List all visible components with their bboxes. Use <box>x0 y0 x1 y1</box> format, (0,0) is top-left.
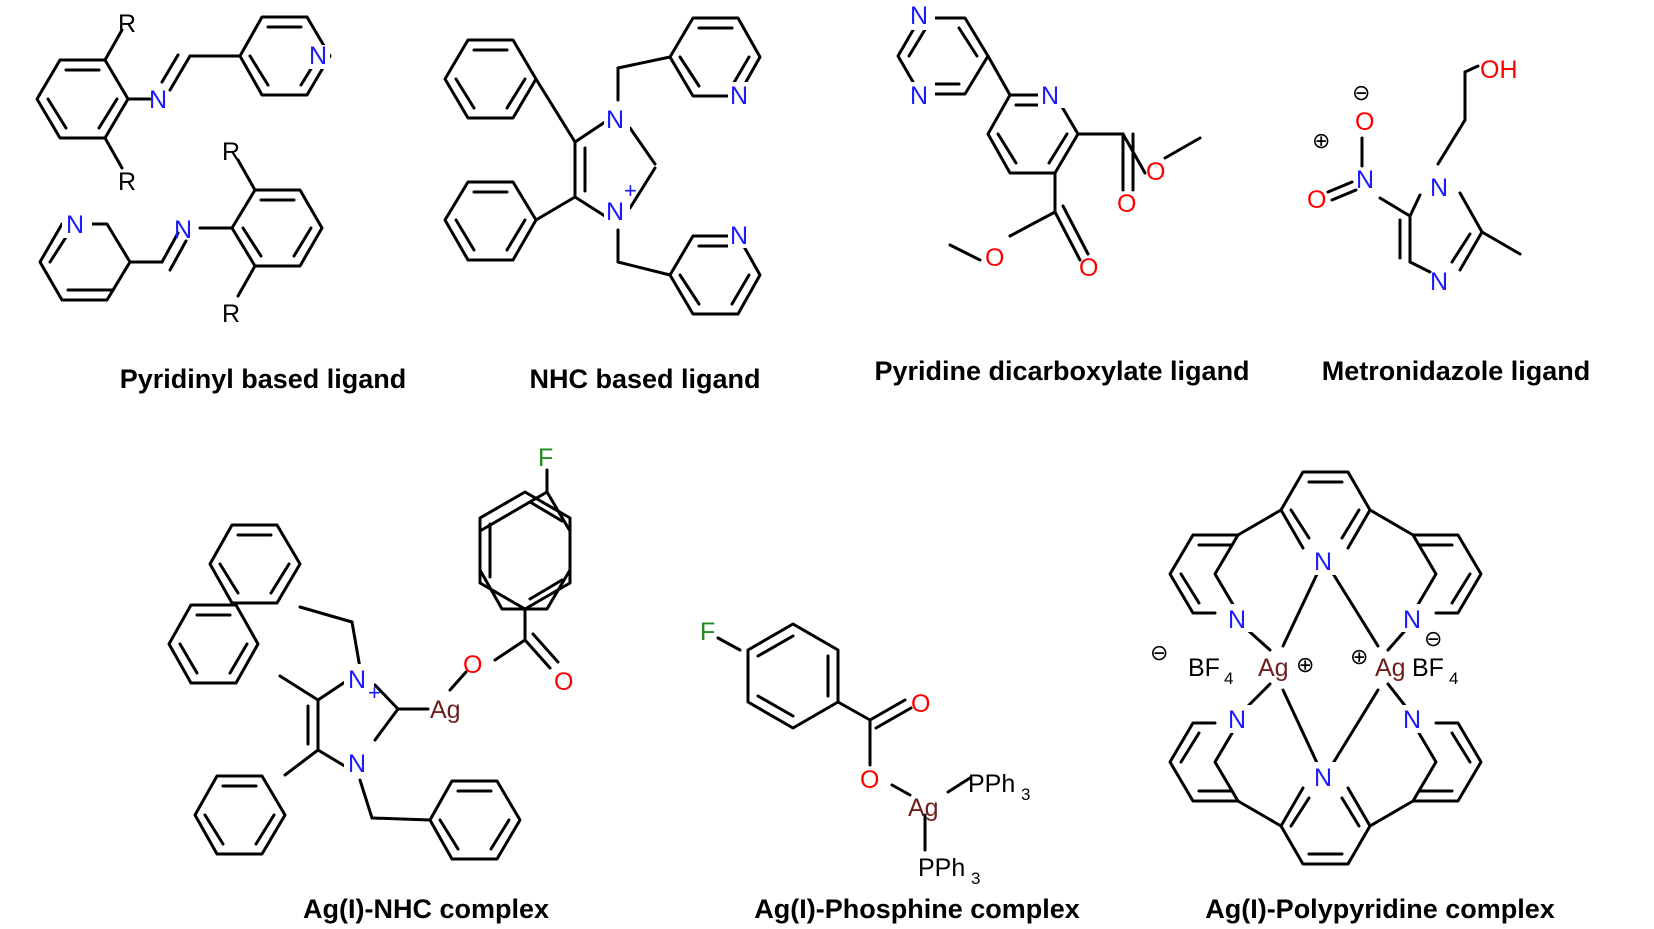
metronidazole-ligand: OH O O N N N ⊖ ⊕ Metronidazole ligand <box>1307 56 1590 386</box>
silver-atom: Ag <box>908 794 939 822</box>
nitro-oxygen: O <box>1307 186 1326 214</box>
imine-n: N <box>149 86 167 114</box>
subscript: 3 <box>1021 785 1030 804</box>
ag-nhc-complex: F O O Ag N N + Ag(I)-NHC complex <box>167 444 573 924</box>
carbonyl-oxygen: O <box>554 668 573 696</box>
ligand-caption: NHC based ligand <box>529 364 760 394</box>
r-label: R <box>118 10 136 38</box>
charge-plus: ⊕ <box>1296 652 1314 677</box>
ligand-caption: Pyridine dicarboxylate ligand <box>874 356 1249 386</box>
silver-atom: Ag <box>430 696 461 724</box>
pph3-bottom: PPh 3 <box>918 854 980 888</box>
r-label: R <box>222 138 240 166</box>
pph3-top: PPh 3 <box>968 770 1030 804</box>
charge-plus: ⊕ <box>1350 644 1368 669</box>
pyridine-dicarboxylate-ligand: N N N O O O O Pyridine dicarboxylate lig… <box>874 0 1250 386</box>
pyrazine-n: N <box>910 82 928 110</box>
ester-oxygen: O <box>860 766 879 794</box>
fluorine: F <box>700 618 715 646</box>
central-pyridine-n: N <box>1314 548 1332 576</box>
silver-atom: Ag <box>1258 654 1289 682</box>
pyridine-n: N <box>66 211 84 239</box>
tetrafluoroborate: BF <box>1188 654 1220 682</box>
tetrafluoroborate: BF <box>1412 654 1444 682</box>
charge-plus: + <box>624 178 637 203</box>
carbonyl-oxygen: O <box>1117 190 1136 218</box>
ligand-caption: Metronidazole ligand <box>1322 356 1591 386</box>
carbonyl-oxygen: O <box>911 690 930 718</box>
counterion-left: ⊖ BF 4 <box>1150 640 1233 688</box>
charge-plus: ⊕ <box>1312 128 1330 153</box>
hydroxyl: OH <box>1480 56 1518 84</box>
nitrogen: N <box>348 750 366 778</box>
pyridinyl-bonds-bottom <box>38 158 324 302</box>
pyridinyl-ligand: R R N N N N R R Pyridinyl based ligand <box>35 10 407 394</box>
pyridine-n: N <box>1403 706 1421 734</box>
r-label: R <box>222 300 240 328</box>
ester-oxygen: O <box>463 651 482 679</box>
central-pyridine-n: N <box>1314 764 1332 792</box>
nitrogen: N <box>606 198 624 226</box>
pyridinyl-bonds-top <box>35 15 332 170</box>
imine-n: N <box>174 216 192 244</box>
nitro-n: N <box>1356 166 1374 194</box>
charge-minus: ⊖ <box>1352 80 1370 105</box>
pyrazine-n: N <box>910 2 928 30</box>
ag-polypyridine-complex: N N N N N N Ag ⊕ Ag ⊕ ⊖ BF 4 ⊖ BF 4 Ag(I… <box>1150 470 1555 924</box>
complex-caption: Ag(I)-NHC complex <box>303 894 549 924</box>
complex-caption: Ag(I)-Polypyridine complex <box>1205 894 1555 924</box>
charge-minus: ⊖ <box>1424 626 1442 651</box>
subscript: 4 <box>1449 669 1458 688</box>
complex-caption: Ag(I)-Phosphine complex <box>754 894 1080 924</box>
pyridine-n: N <box>730 82 748 110</box>
pyridine-n: N <box>1041 82 1059 110</box>
nitrogen: N <box>348 666 366 694</box>
subscript: 4 <box>1224 669 1233 688</box>
ligand-caption: Pyridinyl based ligand <box>120 364 407 394</box>
charge-minus: ⊖ <box>1150 640 1168 665</box>
pyridine-n: N <box>1403 606 1421 634</box>
pyridine-n: N <box>730 222 748 250</box>
r-label: R <box>118 168 136 196</box>
ag-phosphine-complex: F O O Ag PPh 3 PPh 3 Ag(I)-Phosphine com… <box>700 618 1080 924</box>
fluorine: F <box>538 444 553 472</box>
ester-oxygen: O <box>985 244 1004 272</box>
triphenylphosphine: PPh <box>918 854 965 882</box>
triphenylphosphine: PPh <box>968 770 1015 798</box>
imidazole-n: N <box>1430 174 1448 202</box>
charge-plus: + <box>368 680 381 705</box>
nitrogen: N <box>606 106 624 134</box>
pyridine-n: N <box>1228 706 1246 734</box>
counterion-right: ⊖ BF 4 <box>1412 626 1458 688</box>
pyridine-n: N <box>1228 606 1246 634</box>
nhc-ligand: N N + N N NHC based ligand <box>443 16 762 394</box>
nitro-oxygen: O <box>1355 108 1374 136</box>
silver-atom: Ag <box>1375 654 1406 682</box>
pyridine-n: N <box>309 42 327 70</box>
carbonyl-oxygen: O <box>1079 254 1098 282</box>
subscript: 3 <box>971 869 980 888</box>
imidazole-n: N <box>1430 268 1448 296</box>
ester-oxygen: O <box>1146 158 1165 186</box>
